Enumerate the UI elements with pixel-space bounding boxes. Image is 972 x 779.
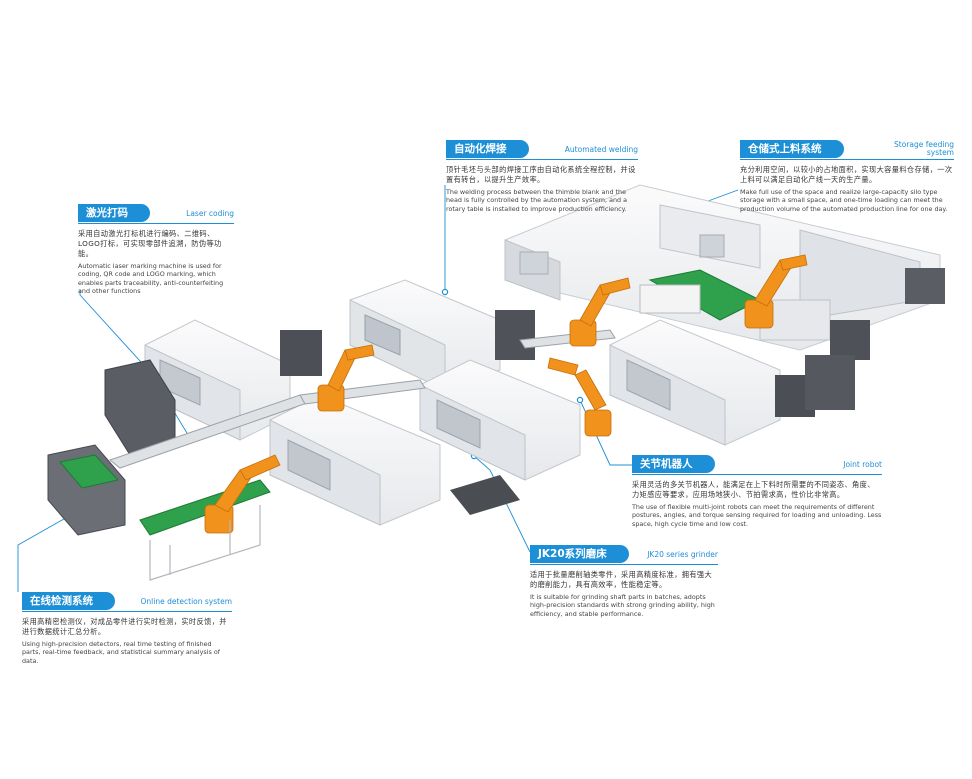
callout-detection-rule	[22, 611, 232, 612]
callout-grinder-text-en: It is suitable for grinding shaft parts …	[530, 593, 715, 618]
callout-robot-text-zh: 采用灵活的多关节机器人，能满足在上下料时所需要的不同姿态、角度、力矩感应等要求，…	[632, 480, 875, 499]
callout-storage-rule	[740, 159, 954, 160]
grinder-machine	[419, 359, 581, 515]
robot-3	[569, 277, 631, 347]
callout-laser-rule	[78, 223, 234, 224]
leader-dot-welding	[441, 288, 449, 296]
callout-storage-title-en: Storage feeding system	[894, 140, 954, 157]
callout-robot-rule	[632, 474, 882, 475]
storage-building	[504, 184, 945, 360]
robot-5	[744, 254, 808, 329]
callout-welding: 自动化焊接 Automated welding 顶针毛坯与头部的焊接工序由自动化…	[446, 140, 638, 213]
robot-1	[204, 454, 281, 534]
callout-laser-text-zh: 采用自动激光打标机进行编码、二维码、LOGO打标，可实现零部件追溯，防伪等功能。	[78, 229, 222, 258]
callout-storage: 仓储式上料系统 Storage feeding system 充分利用空间，以较…	[740, 140, 954, 213]
callout-robot-title: 关节机器人	[632, 455, 715, 473]
callout-detection-text-en: Using high-precision detectors, real tim…	[22, 640, 220, 665]
callout-welding-rule	[446, 159, 638, 160]
callout-grinder-text-zh: 适用于批量磨削轴类零件，采用高精度标准，拥有强大的磨削能力，具有高效率，性能稳定…	[530, 570, 713, 589]
leader-dot-robot	[576, 396, 584, 404]
right-machine	[609, 319, 855, 446]
callout-storage-title: 仓储式上料系统	[740, 140, 844, 158]
robot-4	[547, 357, 612, 437]
callout-detection-title: 在线检测系统	[22, 592, 115, 610]
callout-welding-text-zh: 顶针毛坯与头部的焊接工序由自动化系统全程控制，并设置有转台，以提升生产效率。	[446, 165, 636, 184]
callout-laser-title-en: Laser coding	[186, 208, 234, 218]
front-machine	[269, 394, 441, 526]
leader-detection	[17, 506, 86, 592]
laser-machine	[144, 319, 322, 441]
callout-robot-text-en: The use of flexible multi-joint robots c…	[632, 503, 882, 528]
callout-robot: 关节机器人 Joint robot 采用灵活的多关节机器人，能满足在上下料时所需…	[632, 455, 882, 528]
front-frames	[149, 505, 261, 581]
callout-detection-text-zh: 采用高精密检测仪，对成品零件进行实时检测，实时反馈，并进行数据统计汇总分析。	[22, 617, 227, 636]
callout-storage-text-zh: 充分利用空间，以较小的占地面积，实现大容量料仓存储，一次上料可以满足自动化产线一…	[740, 165, 953, 184]
callout-laser-text-en: Automatic laser marking machine is used …	[78, 262, 224, 296]
callout-detection: 在线检测系统 Online detection system 采用高精密检测仪，…	[22, 592, 232, 665]
callout-grinder: JK20系列磨床 JK20 series grinder 适用于批量磨削轴类零件…	[530, 545, 718, 618]
callout-detection-title-en: Online detection system	[140, 596, 233, 606]
callout-welding-text-en: The welding process between the thimble …	[446, 188, 628, 213]
callout-grinder-title: JK20系列磨床	[530, 545, 629, 563]
callout-robot-title-en: Joint robot	[843, 459, 882, 469]
callout-laser-title: 激光打码	[78, 204, 150, 222]
callout-welding-title-en: Automated welding	[564, 144, 638, 154]
left-dark-units	[47, 359, 176, 536]
robot-2	[317, 344, 375, 412]
callout-laser: 激光打码 Laser coding 采用自动激光打标机进行编码、二维码、LOGO…	[78, 204, 234, 296]
callout-storage-text-en: Make full use of the space and realize l…	[740, 188, 948, 213]
storage-bin-rack	[639, 284, 701, 314]
robots	[204, 254, 808, 534]
callout-grinder-title-en: JK20 series grinder	[647, 549, 718, 559]
leader-grinder	[473, 455, 531, 553]
callout-grinder-rule	[530, 564, 718, 565]
callout-welding-title: 自动化焊接	[446, 140, 529, 158]
